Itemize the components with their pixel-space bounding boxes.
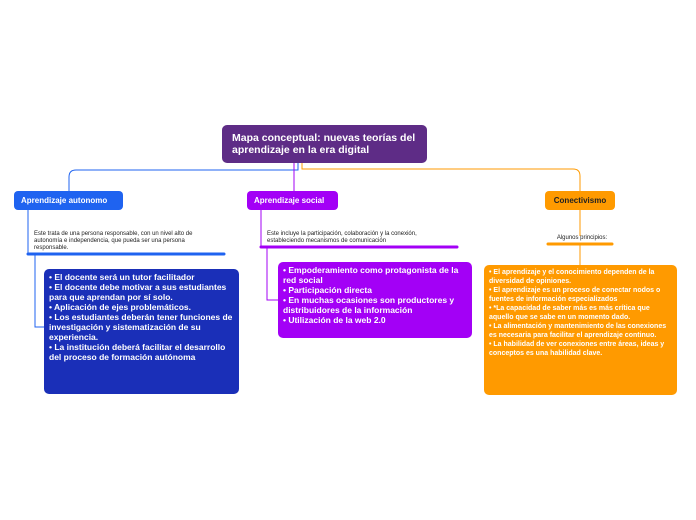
- branch-label: Conectivismo: [553, 196, 607, 205]
- list-item: • Participación directa: [283, 285, 372, 295]
- branch-label: Aprendizaje social: [254, 196, 325, 205]
- connector-root-autonomo: [68, 163, 299, 191]
- connector-autonomo-box: [34, 254, 44, 328]
- topic-box-social[interactable]: • Empoderamiento como protagonista de la…: [278, 262, 472, 338]
- list-item: • Empoderamiento como protagonista de la…: [283, 265, 459, 285]
- list-item: • El docente será un tutor facilitador: [49, 272, 195, 282]
- connector-social-box: [266, 247, 278, 301]
- list-item: • *La capacidad de saber más es más crít…: [489, 305, 650, 321]
- branch-label: Aprendizaje autonomo: [21, 196, 108, 205]
- description-autonomo[interactable]: Este trata de una persona responsable, c…: [34, 231, 193, 251]
- list-item: • La habilidad de ver conexiones entre á…: [489, 341, 665, 357]
- list-item: • El docente debe motivar a sus estudian…: [49, 282, 227, 302]
- branch-aprendizaje-autonomo[interactable]: Aprendizaje autonomo: [14, 191, 123, 210]
- branch-conectivismo[interactable]: Conectivismo: [545, 191, 615, 210]
- branch-aprendizaje-social[interactable]: Aprendizaje social: [247, 191, 338, 210]
- list-item: • El aprendizaje es un proceso de conect…: [489, 287, 661, 303]
- description-social[interactable]: Este incluye la participación, colaborac…: [267, 231, 417, 244]
- list-item: • Utilización de la web 2.0: [283, 315, 386, 325]
- list-item: • La alimentación y mantenimiento de las…: [489, 323, 667, 339]
- description-conectivismo[interactable]: Algunos principios:: [556, 235, 608, 241]
- list-item: • El aprendizaje y el conocimiento depen…: [489, 269, 655, 285]
- list-item: • Los estudiantes deberán tener funcione…: [49, 312, 233, 342]
- connector-root-conectivismo: [301, 163, 581, 191]
- list-item: • La institución deberá facilitar el des…: [49, 342, 226, 362]
- topic-box-autonomo[interactable]: • El docente será un tutor facilitador •…: [44, 269, 239, 394]
- list-item: • En muchas ocasiones son productores y …: [283, 295, 455, 315]
- root-title: Mapa conceptual: nuevas teorías del apre…: [232, 132, 416, 156]
- list-item: • Aplicación de ejes problemáticos.: [49, 302, 192, 312]
- topic-box-conectivismo[interactable]: • El aprendizaje y el conocimiento depen…: [484, 265, 677, 395]
- root-node[interactable]: Mapa conceptual: nuevas teorías del apre…: [222, 125, 427, 163]
